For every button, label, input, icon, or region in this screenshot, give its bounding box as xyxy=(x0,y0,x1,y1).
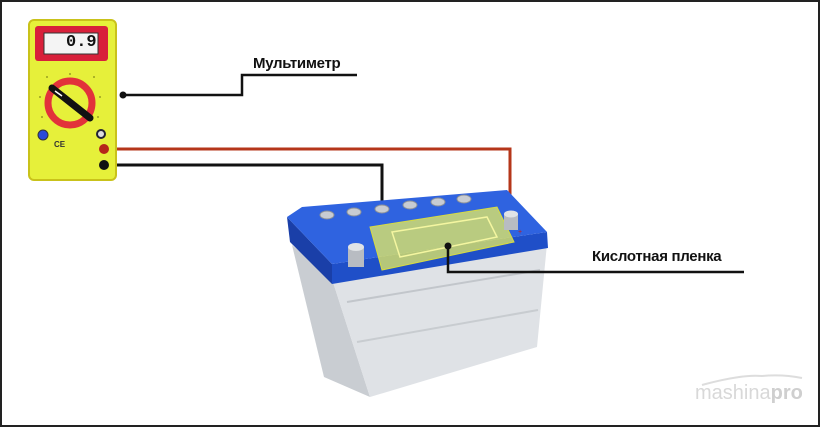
hold-button xyxy=(37,129,49,141)
positive-terminal xyxy=(99,144,109,154)
multimeter-display-value: 0.9 xyxy=(66,33,97,52)
acid-film xyxy=(369,206,515,271)
battery-left-side xyxy=(292,245,370,397)
multimeter-label: Мультиметр xyxy=(253,55,341,72)
dial-scale-marks xyxy=(39,73,101,118)
battery: + xyxy=(287,190,548,397)
watermark-prefix: mashina xyxy=(695,382,771,404)
watermark-suffix: pro xyxy=(770,382,803,404)
negative-terminal xyxy=(99,160,109,170)
multimeter-leader-dot xyxy=(119,91,127,99)
dial-ring xyxy=(44,77,96,129)
watermark-logo: mashinapro xyxy=(695,382,803,405)
negative-post xyxy=(348,243,364,267)
multimeter-leader-line xyxy=(123,73,357,97)
hfe-socket xyxy=(96,129,106,139)
ce-mark: CE xyxy=(54,140,66,149)
acid-film-leader-line xyxy=(446,246,744,274)
watermark-car-icon xyxy=(701,374,803,386)
lcd-screen xyxy=(43,32,99,55)
multimeter: CE xyxy=(28,19,117,181)
cell-caps xyxy=(319,194,472,220)
svg-text:+: + xyxy=(518,229,522,236)
positive-post: + xyxy=(504,210,522,236)
battery-front-face xyxy=(332,244,547,397)
battery-lid-left xyxy=(287,217,332,284)
acid-film-label: Кислотная пленка xyxy=(592,248,722,265)
acid-film-leader-dot xyxy=(444,242,452,250)
